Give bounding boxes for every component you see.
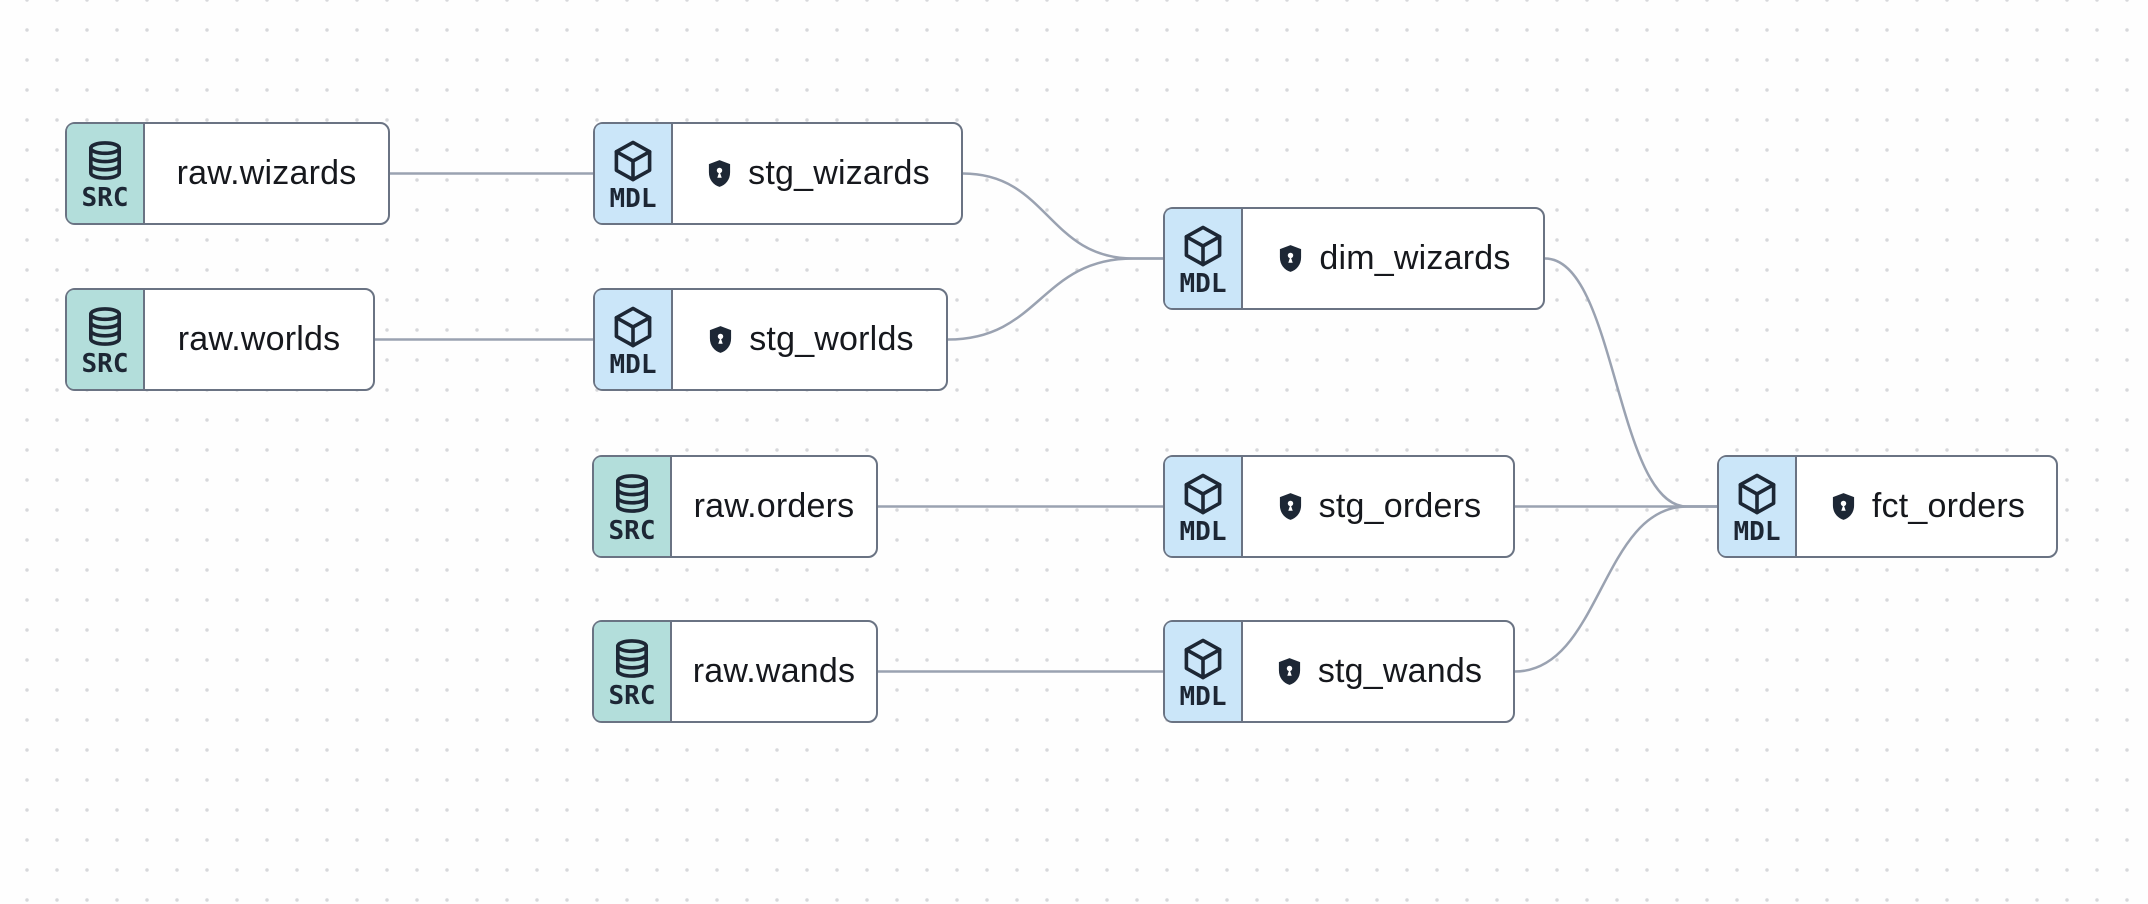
lineage-edge-dim-wizards-to-fct-orders (1543, 257, 1719, 508)
node-label: fct_orders (1871, 487, 2026, 525)
lineage-node-stg-orders[interactable]: MDL stg_orders (1163, 455, 1515, 558)
shield-icon (710, 326, 732, 353)
node-label-section: stg_wands (1243, 622, 1513, 721)
node-label-section: raw.worlds (145, 290, 373, 389)
node-label-section: raw.wands (672, 622, 876, 721)
node-type-badge: MDL (1165, 209, 1243, 308)
lineage-edge-stg-worlds-to-dim-wizards (946, 257, 1165, 341)
shield-icon (1278, 658, 1300, 685)
node-type-label: MDL (1179, 269, 1227, 299)
lineage-edge-stg-wizards-to-dim-wizards (961, 172, 1165, 260)
database-icon (88, 307, 122, 346)
cube-icon (1738, 473, 1776, 515)
node-type-label: MDL (1733, 517, 1781, 547)
shield-icon (1279, 493, 1301, 520)
node-label-section: stg_wizards (673, 124, 961, 223)
shield-icon (1832, 493, 1854, 520)
lineage-node-raw-worlds[interactable]: SRC raw.worlds (65, 288, 375, 391)
node-type-badge: MDL (595, 290, 673, 389)
node-label: raw.worlds (177, 320, 341, 358)
node-type-badge: SRC (67, 290, 145, 389)
lineage-edge-stg-wands-to-fct-orders (1513, 505, 1719, 673)
node-label-section: stg_worlds (673, 290, 946, 389)
cube-icon (614, 306, 652, 348)
cube-icon (1184, 473, 1222, 515)
node-label: raw.wands (692, 652, 856, 690)
lineage-node-raw-orders[interactable]: SRC raw.orders (592, 455, 878, 558)
node-type-badge: MDL (1165, 622, 1243, 721)
node-type-label: MDL (609, 350, 657, 380)
node-type-label: MDL (1179, 682, 1227, 712)
lineage-node-stg-worlds[interactable]: MDL stg_worlds (593, 288, 948, 391)
node-label: raw.wizards (176, 154, 357, 192)
lineage-node-fct-orders[interactable]: MDL fct_orders (1717, 455, 2058, 558)
node-type-label: SRC (608, 681, 656, 711)
lineage-node-raw-wizards[interactable]: SRC raw.wizards (65, 122, 390, 225)
node-label: raw.orders (693, 487, 855, 525)
node-label: stg_worlds (749, 320, 914, 358)
node-label: dim_wizards (1319, 239, 1511, 277)
node-label-section: fct_orders (1797, 457, 2056, 556)
node-type-badge: MDL (1719, 457, 1797, 556)
cube-icon (1184, 638, 1222, 680)
node-type-badge: MDL (1165, 457, 1243, 556)
database-icon (88, 141, 122, 180)
cube-icon (1184, 225, 1222, 267)
node-type-label: MDL (609, 184, 657, 214)
node-label-section: stg_orders (1243, 457, 1513, 556)
node-type-badge: SRC (67, 124, 145, 223)
node-type-label: MDL (1179, 517, 1227, 547)
node-label-section: raw.wizards (145, 124, 388, 223)
lineage-node-raw-wands[interactable]: SRC raw.wands (592, 620, 878, 723)
node-type-badge: SRC (594, 457, 672, 556)
shield-icon (1280, 245, 1302, 272)
node-label: stg_orders (1318, 487, 1482, 525)
lineage-node-stg-wizards[interactable]: MDL stg_wizards (593, 122, 963, 225)
node-label-section: raw.orders (672, 457, 876, 556)
shield-icon (709, 160, 731, 187)
cube-icon (614, 140, 652, 182)
node-label: stg_wands (1317, 652, 1483, 690)
node-type-badge: MDL (595, 124, 673, 223)
database-icon (615, 474, 649, 513)
node-label-section: dim_wizards (1243, 209, 1543, 308)
node-type-label: SRC (81, 349, 129, 379)
node-type-label: SRC (81, 183, 129, 213)
lineage-node-dim-wizards[interactable]: MDL dim_wizards (1163, 207, 1545, 310)
node-label: stg_wizards (748, 154, 930, 192)
database-icon (615, 639, 649, 678)
node-type-label: SRC (608, 516, 656, 546)
lineage-node-stg-wands[interactable]: MDL stg_wands (1163, 620, 1515, 723)
node-type-badge: SRC (594, 622, 672, 721)
